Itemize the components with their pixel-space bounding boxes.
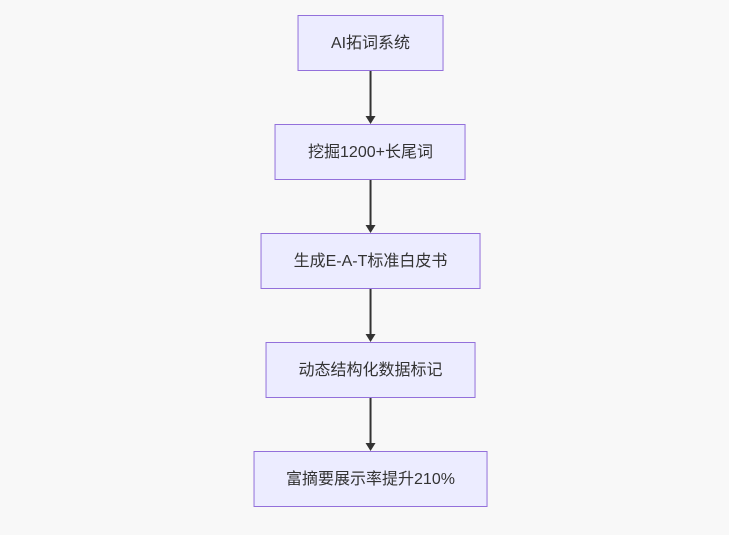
flowchart: AI拓词系统 挖掘1200+长尾词 生成E-A-T标准白皮书 动态结构化数据标记… [253, 15, 488, 507]
arrow-head-icon [365, 116, 376, 124]
arrow-line [369, 398, 372, 449]
arrow-head-icon [365, 334, 376, 342]
flow-node-rich-snippet-rate: 富摘要展示率提升210% [253, 451, 488, 507]
flow-edge-2 [365, 180, 377, 233]
arrow-head-icon [365, 443, 376, 451]
arrow-line [369, 71, 372, 122]
flow-node-structured-data-markup: 动态结构化数据标记 [265, 342, 476, 398]
flow-node-eat-whitepaper: 生成E-A-T标准白皮书 [260, 233, 481, 289]
flow-node-longtail-keywords: 挖掘1200+长尾词 [275, 124, 466, 180]
flow-edge-4 [365, 398, 377, 451]
arrow-line [369, 180, 372, 231]
flow-edge-1 [365, 71, 377, 124]
flow-node-ai-word-expansion-system: AI拓词系统 [297, 15, 444, 71]
arrow-line [369, 289, 372, 340]
flow-edge-3 [365, 289, 377, 342]
arrow-head-icon [365, 225, 376, 233]
